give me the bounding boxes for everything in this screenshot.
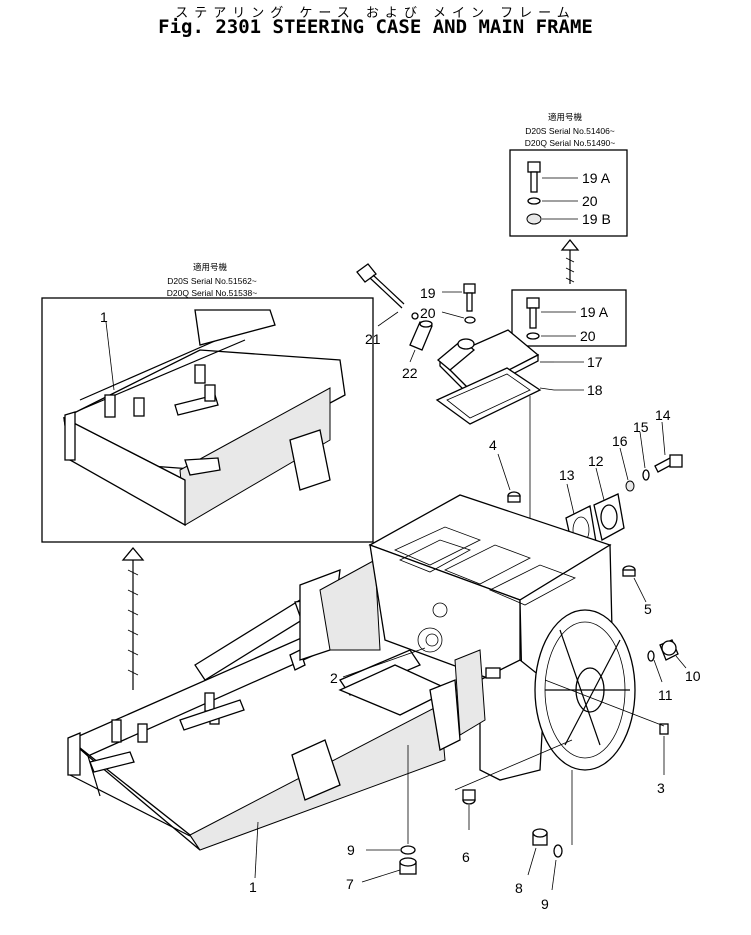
oring-9-left-drawing — [400, 845, 416, 855]
callout-21: 21 — [365, 331, 381, 347]
pipe-22-drawing — [409, 312, 433, 351]
steering-case-drawing — [338, 494, 636, 781]
inset-frame-serial-1: D20S Serial No.51562~ — [167, 276, 257, 286]
callout-6: 6 — [462, 849, 470, 865]
plug-5-drawing — [622, 565, 636, 577]
nut-19b — [526, 213, 542, 225]
bolt-14-drawing — [654, 454, 683, 473]
callout-19b: 19 B — [582, 211, 611, 227]
plug-8-drawing — [532, 828, 548, 846]
callout-19a-top: 19 A — [582, 170, 611, 186]
callout-4: 4 — [489, 437, 497, 453]
bolt-3-drawing — [659, 723, 669, 735]
leader-1-inset — [105, 321, 115, 391]
callout-20-mid: 20 — [580, 328, 596, 344]
inset-frame-arrow — [121, 546, 145, 690]
inset-bolt-serial-1: D20S Serial No.51406~ — [525, 126, 615, 136]
plug-4-drawing — [507, 491, 521, 503]
callout-20-left: 20 — [420, 305, 436, 321]
callout-10: 10 — [685, 668, 701, 684]
oring-9-right — [553, 844, 563, 858]
callout-1-inset: 1 — [100, 309, 108, 325]
callout-14: 14 — [655, 407, 671, 423]
inset-bolt-serial-2: D20Q Serial No.51490~ — [525, 138, 616, 148]
callout-15: 15 — [633, 419, 649, 435]
inset-frame-heading: 適用号機 — [193, 262, 228, 272]
callout-19a-mid: 19 A — [580, 304, 609, 320]
callout-22: 22 — [402, 365, 418, 381]
callout-5: 5 — [644, 601, 652, 617]
callout-9-left: 9 — [347, 842, 355, 858]
callout-19: 19 — [420, 285, 436, 301]
callout-12: 12 — [588, 453, 604, 469]
plug-7-drawing — [399, 857, 417, 875]
bolt-19a-top-drawing — [527, 161, 541, 193]
callout-8: 8 — [515, 880, 523, 896]
callout-3: 3 — [657, 780, 665, 796]
inset-bolt-box: 適用号機 D20S Serial No.51406~ D20Q Serial N… — [509, 112, 628, 237]
plug-6-drawing — [462, 789, 476, 805]
gasket-18-drawing — [435, 367, 542, 425]
plug-10-drawing — [659, 639, 679, 661]
inset-bolt-arrow — [560, 238, 580, 284]
inset-frame-box: 適用号機 D20S Serial No.51562~ D20Q Serial N… — [41, 262, 374, 543]
figure-title-japanese: ステアリング ケース および メイン フレーム — [175, 6, 576, 21]
figure-title: Fig. 2301 STEERING CASE AND MAIN FRAME — [158, 16, 593, 38]
inset-main-frame-drawing — [63, 309, 346, 527]
callout-20-top: 20 — [582, 193, 598, 209]
bolt-box-middle: 19 A 20 — [511, 289, 627, 347]
callout-7: 7 — [346, 876, 354, 892]
callout-17: 17 — [587, 354, 603, 370]
callout-11: 11 — [658, 687, 673, 703]
callout-9-right: 9 — [541, 896, 549, 912]
callout-2: 2 — [330, 670, 338, 686]
washer-20-drawing — [464, 316, 476, 324]
bolt-19-drawing — [463, 283, 476, 312]
washer-20-top — [527, 197, 541, 205]
callout-13: 13 — [559, 467, 575, 483]
dipstick-21-drawing — [356, 263, 405, 309]
oring-11 — [647, 650, 655, 662]
inset-frame-serial-2: D20Q Serial No.51538~ — [167, 288, 258, 298]
washer-15 — [642, 469, 650, 481]
inset-bolt-heading: 適用号機 — [548, 112, 583, 122]
washer-16 — [625, 480, 635, 492]
callout-1-main: 1 — [249, 879, 257, 895]
callout-18: 18 — [587, 382, 603, 398]
cover-12-drawing — [593, 493, 625, 541]
callout-16: 16 — [612, 433, 628, 449]
